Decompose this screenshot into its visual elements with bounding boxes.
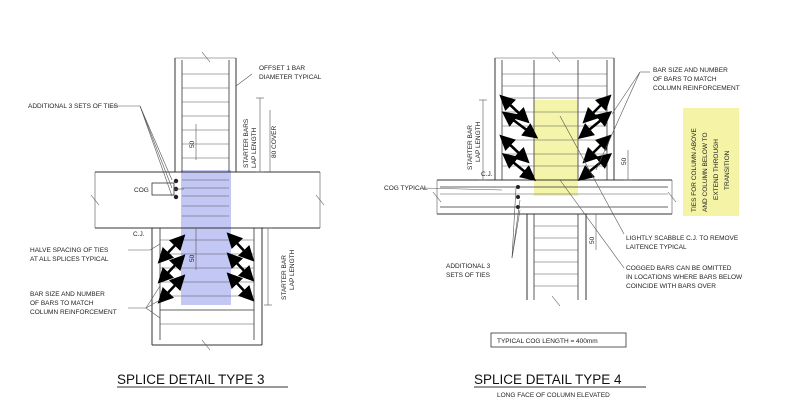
scabble-label-1: LIGHTLY SCABBLE C.J. TO REMOVE [626,235,739,242]
cog-length-box [490,332,627,348]
dimension-lines-4 [479,99,632,250]
lap-zone-highlight [181,170,231,305]
cj-label: C.J. [133,231,145,238]
scabble-label-2: LAITENCE TYPICAL [626,244,687,251]
cogged-label-2: IN LOCATIONS WHERE BARS BELOW [626,274,743,281]
bar-size-label-2: OF BARS TO MATCH [30,300,94,307]
ties-note-line-4: TRANSITION [724,150,731,190]
starter-bars-label: STARTER BARS [243,118,250,168]
halve-label-1: HALVE SPACING OF TIES [30,247,109,254]
ties-note-line-2: AND COLUMN BELOW TO [702,132,709,212]
cover-label: 80 COVER [271,126,278,158]
ties-note-line-1: TIES FOR COLUMN ABOVE [691,128,698,212]
cogged-label-3: COINCIDE WITH BARS OVER [626,283,716,290]
bar-arrows-4 [499,94,613,181]
bar-size-label-1: BAR SIZE AND NUMBER [30,291,105,298]
lap-zone-highlight-yellow [534,100,578,196]
additional-4-label-1: ADDITIONAL 3 [446,263,491,270]
lap-length-top-label: LAP LENGTH [251,127,258,168]
additional-4-label-2: SETS OF TIES [446,272,491,279]
splice-detail-type-4: BAR SIZE AND NUMBER OF BARS TO MATCH COL… [384,51,743,399]
starter-bar-bottom-label: STARTER BAR [281,255,288,300]
title-type-4: SPLICE DETAIL TYPE 4 [474,372,622,387]
slab-4 [432,179,677,215]
upper-column [174,51,237,172]
lower-column-4 [526,214,587,307]
lap-length-4-label: LAP LENGTH [475,121,482,162]
leader-lines-4 [422,71,650,269]
bar-size-4-label-2: OF BARS TO MATCH [653,76,717,83]
additional-ties-label: ADDITIONAL 3 SETS OF TIES [28,103,119,110]
bar-size-4-label-3: COLUMN REINFORCEMENT [653,85,740,92]
halve-label-2: AT ALL SPLICES TYPICAL [30,256,109,263]
subtitle-type-4: LONG FACE OF COLUMN ELEVATED [497,392,610,399]
bar-size-label-3: COLUMN REINFORCEMENT [30,309,117,316]
dim-50-top-4-label: 50 [621,157,628,165]
splice-detail-type-3: OFFSET 1 BAR DIAMETER TYPICAL ADDITIONAL… [28,51,325,388]
cog-label: COG [134,187,149,194]
cj-4-label: C.J. [481,171,493,178]
ties-note-box [683,108,739,216]
offset-label-2: DIAMETER TYPICAL [259,74,322,81]
slab [90,171,325,229]
ties-note-line-3: EXTEND THROUGH [713,139,720,200]
starter-bar-4-label: STARTER BAR [467,125,474,170]
cogged-label-1: COGGED BARS CAN BE OMITTED [626,265,732,272]
dim-50-bottom-4-label: 50 [589,236,596,244]
dim-50-bottom-label: 50 [189,254,196,262]
bar-arrows [157,232,255,304]
lap-length-bottom-label: LAP LENGTH [289,249,296,290]
dimension-lines [195,97,272,306]
cog-length-label: TYPICAL COG LENGTH = 400mm [497,338,598,345]
title-type-3: SPLICE DETAIL TYPE 3 [117,372,265,387]
bar-size-4-label-1: BAR SIZE AND NUMBER [653,67,728,74]
dim-50-top-label: 50 [189,140,196,148]
offset-label-1: OFFSET 1 BAR [259,65,305,72]
leader-lines [110,73,253,319]
cog-typical-label: COG TYPICAL [384,185,428,192]
